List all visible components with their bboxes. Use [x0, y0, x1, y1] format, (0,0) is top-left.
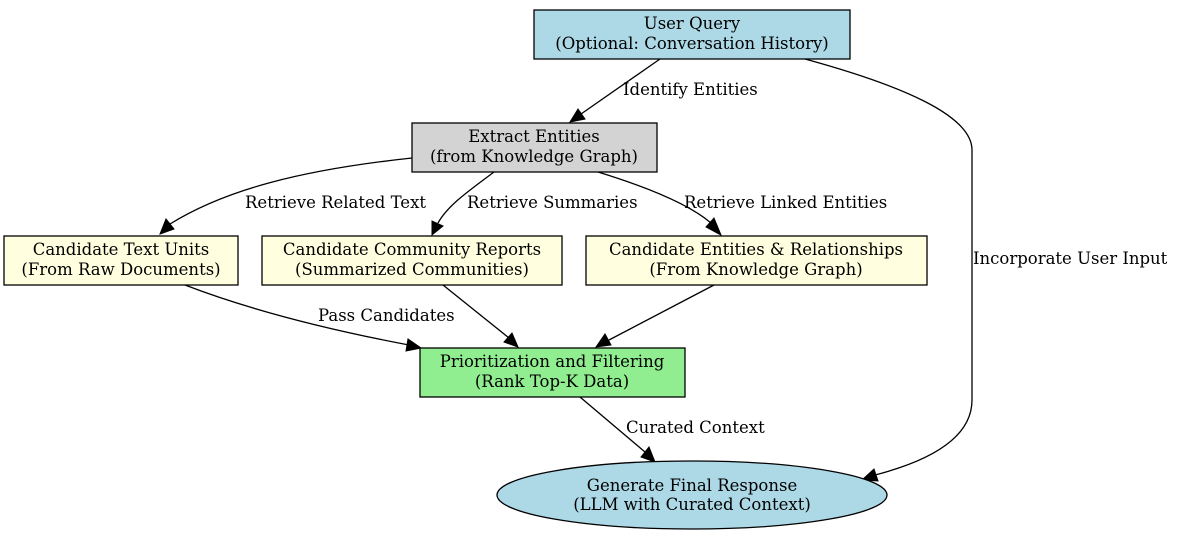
node-candidate-entities-relationships-title: Candidate Entities & Relationships — [609, 240, 903, 259]
node-user-query-subtitle: (Optional: Conversation History) — [555, 34, 828, 53]
node-prioritization-filtering-title: Prioritization and Filtering — [440, 352, 665, 371]
node-prioritization-filtering-subtitle: (Rank Top-K Data) — [475, 372, 629, 391]
node-candidate-entities-relationships: Candidate Entities & Relationships (From… — [585, 235, 928, 286]
label-incorporate-user-input: Incorporate User Input — [973, 249, 1168, 268]
edge-extract-to-text-units — [159, 157, 413, 235]
node-prioritization-filtering: Prioritization and Filtering (Rank Top-K… — [419, 347, 686, 398]
label-retrieve-linked-entities: Retrieve Linked Entities — [684, 193, 887, 212]
label-retrieve-related-text: Retrieve Related Text — [245, 193, 426, 212]
edge-query-to-extract — [568, 58, 661, 123]
edge-prioritization-to-response — [579, 396, 656, 463]
edge-extract-to-entities-relationships — [597, 171, 722, 237]
node-candidate-community-reports-title: Candidate Community Reports — [283, 240, 541, 259]
label-identify-entities: Identify Entities — [623, 80, 758, 99]
nodes: User Query (Optional: Conversation Histo… — [3, 9, 928, 530]
node-candidate-community-reports: Candidate Community Reports (Summarized … — [261, 235, 563, 286]
edge-entities-to-prioritization — [594, 284, 715, 348]
node-extract-entities-title: Extract Entities — [468, 127, 600, 146]
edge-extract-to-community-reports — [431, 171, 495, 237]
node-final-response-subtitle: (LLM with Curated Context) — [573, 495, 811, 514]
node-candidate-community-reports-subtitle: (Summarized Communities) — [295, 260, 529, 279]
edge-community-to-prioritization — [442, 284, 519, 348]
node-user-query-title: User Query — [644, 14, 741, 33]
edges — [159, 58, 973, 482]
node-user-query: User Query (Optional: Conversation Histo… — [533, 9, 851, 60]
node-final-response-title: Generate Final Response — [587, 476, 797, 495]
node-extract-entities-subtitle: (from Knowledge Graph) — [430, 147, 638, 166]
node-candidate-text-units-subtitle: (From Raw Documents) — [21, 260, 220, 279]
edge-text-units-to-prioritization — [184, 284, 423, 352]
label-pass-candidates: Pass Candidates — [318, 306, 455, 325]
node-candidate-text-units-title: Candidate Text Units — [33, 240, 210, 259]
node-candidate-entities-relationships-subtitle: (From Knowledge Graph) — [649, 260, 862, 279]
node-candidate-text-units: Candidate Text Units (From Raw Documents… — [3, 235, 239, 286]
node-extract-entities: Extract Entities (from Knowledge Graph) — [411, 122, 658, 173]
node-final-response: Generate Final Response (LLM with Curate… — [496, 460, 888, 530]
edge-labels: Identify Entities Retrieve Related Text … — [245, 80, 1168, 437]
label-curated-context: Curated Context — [626, 418, 765, 437]
label-retrieve-summaries: Retrieve Summaries — [467, 193, 638, 212]
